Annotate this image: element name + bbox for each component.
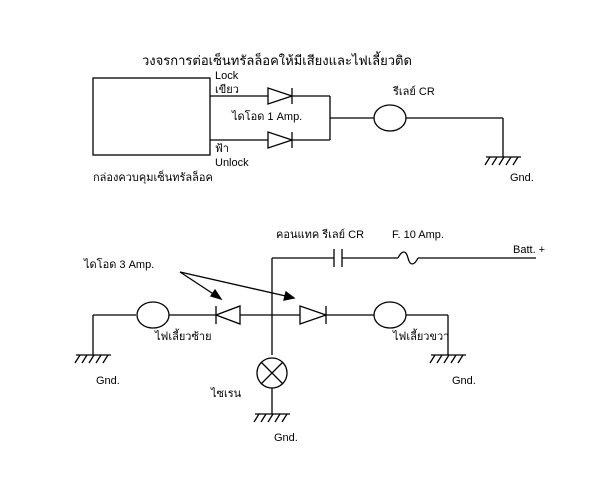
control-box-label: กล่องควบคุมเซ็นทรัลล็อค <box>93 172 213 184</box>
ground-symbol-right <box>429 354 466 364</box>
diagram-title: วงจรการต่อเซ็นทรัลล็อคให้มีเสียงและไฟเลี… <box>142 53 412 68</box>
left-turn-lamp <box>136 301 170 329</box>
ground-label-left: Gnd. <box>96 375 120 387</box>
fuse-label: F. 10 Amp. <box>392 229 444 241</box>
ground-label-top: Gnd. <box>510 172 534 184</box>
central-lock-control-box <box>92 77 211 156</box>
right-turn-lamp <box>373 301 407 329</box>
left-lamp-label: ไฟเลี้ยวซ้าย <box>155 331 212 343</box>
unlock-wire-color-label: ฟ้า <box>215 143 229 155</box>
right-diode <box>299 305 328 325</box>
top-diode-label: ไดโอด 1 Amp. <box>232 111 303 123</box>
siren-label: ไซเรน <box>211 388 242 400</box>
ground-symbol-left <box>74 354 111 364</box>
relay-label: รีเลย์ CR <box>393 86 435 98</box>
unlock-label: Unlock <box>215 157 249 169</box>
ground-label-center: Gnd. <box>274 432 298 444</box>
diode-pointer-arrowhead-left <box>209 288 223 301</box>
contact-relay-label: คอนแทค รีเลย์ CR <box>276 229 365 241</box>
relay-cr-coil <box>373 104 407 132</box>
lock-diode <box>267 87 295 105</box>
ground-label-right: Gnd. <box>452 375 476 387</box>
diode-pointer-arrow-left <box>179 271 219 298</box>
unlock-diode <box>267 131 295 149</box>
left-diode <box>214 305 241 325</box>
ground-symbol-top <box>484 156 521 166</box>
right-lamp-label: ไฟเลี้ยวขวา <box>393 331 450 343</box>
battery-label: Batt. + <box>513 244 546 256</box>
diode-pointer-arrowhead-right <box>283 290 296 301</box>
bottom-diode-label: ไดโอด 3 Amp. <box>84 259 155 271</box>
fuse-10a <box>397 251 419 265</box>
lock-label: Lock <box>215 70 239 82</box>
lock-wire-color-label: เขียว <box>215 84 239 96</box>
siren-cross-2 <box>260 361 284 385</box>
diode-pointer-arrow-right <box>179 271 291 298</box>
ground-symbol-center <box>253 413 290 423</box>
